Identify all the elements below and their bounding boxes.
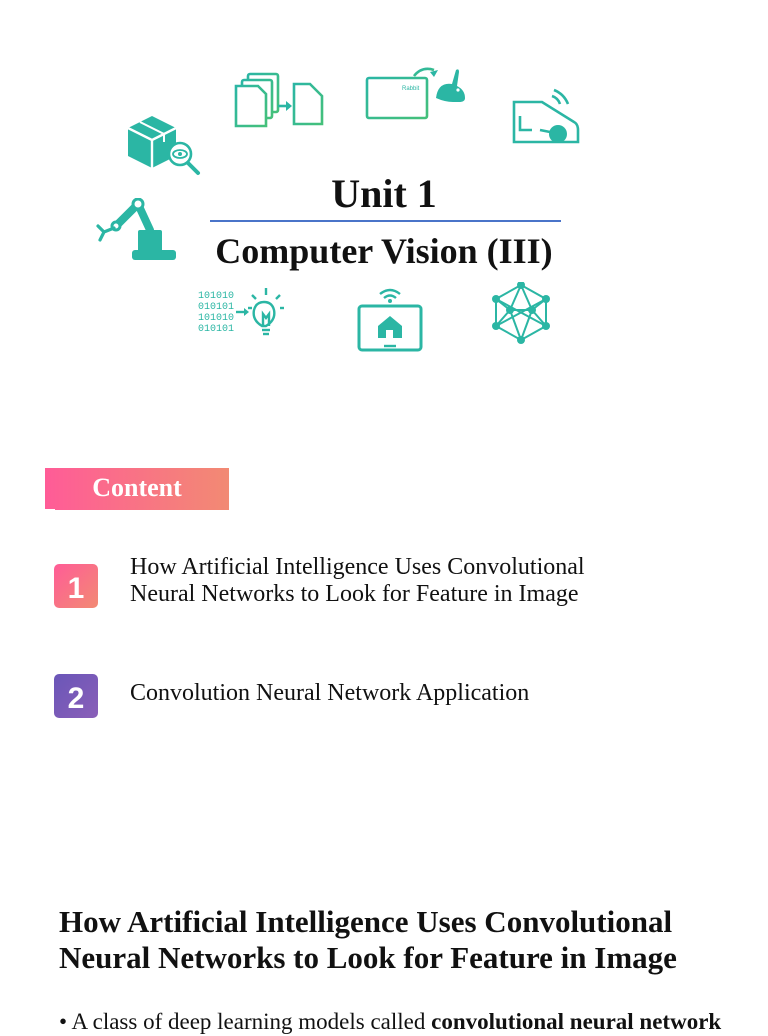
toc-number: 2: [68, 682, 85, 715]
toc-number: 1: [68, 572, 85, 605]
unit-subtitle: Computer Vision (III): [215, 231, 553, 271]
book-rabbit-icon: Rabbit: [365, 67, 465, 120]
content-label: Content: [45, 468, 229, 511]
neural-network-icon: [492, 282, 550, 344]
bullet-text: • A class of deep learning models called: [59, 1009, 432, 1034]
toc-item[interactable]: 2 Convolution Neural Network Application: [0, 664, 768, 732]
toc-item-text: Convolution Neural Network Application: [130, 680, 690, 707]
smart-home-tablet-icon: [357, 288, 423, 352]
unit-title: Unit 1: [331, 171, 437, 216]
toc-item-text: How Artificial Intelligence Uses Convolu…: [130, 554, 690, 608]
section-heading: How Artificial Intelligence Uses Convolu…: [59, 904, 739, 976]
package-inspect-icon: [127, 116, 200, 175]
binary-idea-icon: 101010 010101 101010 010101: [198, 288, 284, 336]
toc-item[interactable]: 1 How Artificial Intelligence Uses Convo…: [0, 554, 768, 622]
binary-line: 010101: [198, 302, 234, 313]
toc-line: Convolution Neural Network Application: [130, 680, 530, 706]
book-label: Rabbit: [402, 86, 420, 92]
chip-number-1-icon: 1: [46, 556, 106, 616]
binary-line: 010101: [198, 324, 234, 335]
robot-arm-icon: [96, 198, 176, 260]
binary-line: 101010: [198, 291, 234, 302]
title-hero: Rabbit 101010 010: [0, 0, 768, 380]
chip-number-2-icon: 2: [46, 666, 106, 726]
toc-line: Neural Networks to Look for Feature in I…: [130, 581, 579, 607]
title-divider: [210, 220, 561, 222]
content-label-text: Content: [92, 473, 182, 502]
bullet-paragraph: • A class of deep learning models called…: [59, 1008, 739, 1036]
toc-line: How Artificial Intelligence Uses Convolu…: [130, 554, 585, 580]
binary-line: 101010: [198, 313, 234, 324]
bullet-bold-term: convolutional neural network: [431, 1009, 722, 1034]
self-driving-car-icon: [512, 88, 580, 144]
section-heading-line: Neural Networks to Look for Feature in I…: [59, 940, 677, 975]
documents-transfer-icon: [234, 72, 324, 128]
section-heading-line: How Artificial Intelligence Uses Convolu…: [59, 904, 673, 939]
